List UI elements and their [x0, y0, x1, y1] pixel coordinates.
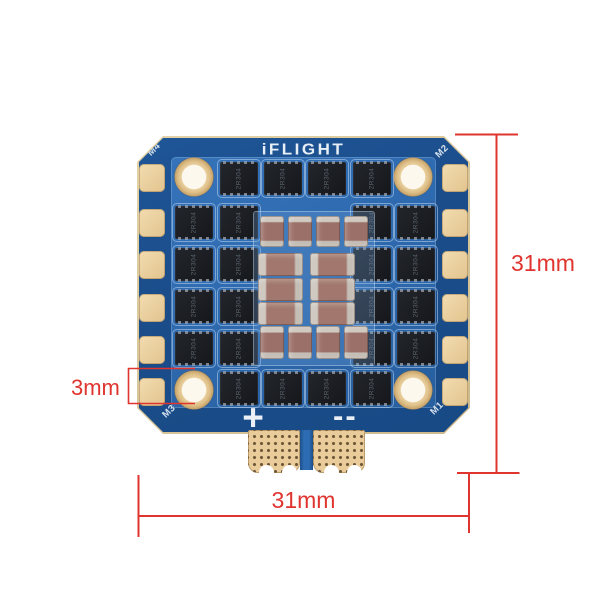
mosfet-chip: 2R304	[175, 332, 213, 365]
chip-marking: 2R304	[412, 211, 420, 234]
mosfet-chip: 2R304	[220, 206, 258, 239]
mosfet-chip: 2R304	[397, 248, 435, 281]
chip-marking: 2R304	[190, 295, 198, 318]
dimension-height-label: 31mm	[511, 250, 575, 276]
mosfet-chip: 2R304	[353, 372, 391, 405]
mounting-hole	[174, 370, 214, 410]
mosfet-chip: 2R304	[308, 162, 346, 195]
chip-marking: 2R304	[368, 167, 376, 190]
edge-pad	[139, 164, 165, 192]
edge-pad	[442, 251, 468, 279]
mounting-hole	[393, 370, 433, 410]
chip-marking: 2R304	[368, 377, 376, 400]
tab-notch	[324, 465, 339, 480]
dimension-pad-label: 3mm	[71, 375, 120, 400]
dimension-width-label: 31mm	[271, 487, 336, 513]
chip-marking: 2R304	[279, 167, 287, 190]
capacitor	[310, 278, 355, 301]
mosfet-chip: 2R304	[353, 290, 391, 323]
chip-marking: 2R304	[323, 167, 331, 190]
edge-pad	[139, 336, 165, 364]
pcb-tab-strip	[300, 430, 313, 470]
pcb-inner-area	[171, 157, 436, 408]
chip-marking: 2R304	[235, 211, 243, 234]
capacitor	[344, 326, 368, 359]
mounting-hole	[174, 157, 214, 197]
capacitor	[258, 302, 303, 325]
mounting-hole	[393, 157, 433, 197]
mosfet-chip: 2R304	[220, 290, 258, 323]
capacitor	[260, 326, 284, 359]
chip-marking: 2R304	[190, 211, 198, 234]
chip-marking: 2R304	[412, 295, 420, 318]
capacitor	[316, 326, 340, 359]
mosfet-chip: 2R304	[308, 372, 346, 405]
chip-marking: 2R304	[412, 337, 420, 360]
brand-logo: iFLIGHT	[261, 140, 346, 159]
mosfet-chip: 2R304	[175, 248, 213, 281]
edge-pad	[139, 251, 165, 279]
negative-pad-label: --	[333, 398, 358, 433]
mosfet-chip: 2R304	[353, 162, 391, 195]
capacitor	[310, 302, 355, 325]
chip-marking: 2R304	[235, 253, 243, 276]
edge-pad	[139, 294, 165, 322]
mosfet-chip: 2R304	[397, 206, 435, 239]
tab-notch	[259, 465, 274, 480]
edge-pad	[442, 336, 468, 364]
capacitor	[344, 216, 368, 247]
capacitor	[258, 253, 303, 276]
chip-marking: 2R304	[235, 337, 243, 360]
edge-pad	[442, 378, 468, 406]
edge-pad	[139, 209, 165, 237]
capacitor	[316, 216, 340, 247]
chip-marking: 2R304	[235, 295, 243, 318]
mosfet-chip: 2R304	[397, 332, 435, 365]
capacitor	[288, 326, 312, 359]
capacitor	[288, 216, 312, 247]
mosfet-chip: 2R304	[175, 290, 213, 323]
solder-tab-negative	[313, 430, 365, 480]
mosfet-chip: 2R304	[264, 372, 302, 405]
tab-notch	[347, 465, 362, 480]
mosfet-chip: 2R304	[175, 206, 213, 239]
capacitor	[260, 216, 284, 247]
chip-marking: 2R304	[190, 337, 198, 360]
edge-pad	[139, 378, 165, 406]
mosfet-chip: 2R304	[220, 332, 258, 365]
chip-marking: 2R304	[235, 167, 243, 190]
edge-pad	[442, 209, 468, 237]
mosfet-chip: 2R304	[220, 372, 258, 405]
solder-tab-positive	[248, 430, 300, 480]
capacitor	[258, 278, 303, 301]
edge-pad	[442, 164, 468, 192]
positive-pad-label: +	[242, 397, 264, 438]
mosfet-chip: 2R304	[264, 162, 302, 195]
tab-notch	[282, 465, 297, 480]
chip-marking: 2R304	[412, 253, 420, 276]
mosfet-chip: 2R304	[220, 248, 258, 281]
mosfet-chip: 2R304	[220, 162, 258, 195]
chip-marking: 2R304	[190, 253, 198, 276]
capacitor	[310, 253, 355, 276]
mosfet-chip: 2R304	[397, 290, 435, 323]
edge-pad	[442, 294, 468, 322]
mosfet-chip: 2R304	[353, 248, 391, 281]
